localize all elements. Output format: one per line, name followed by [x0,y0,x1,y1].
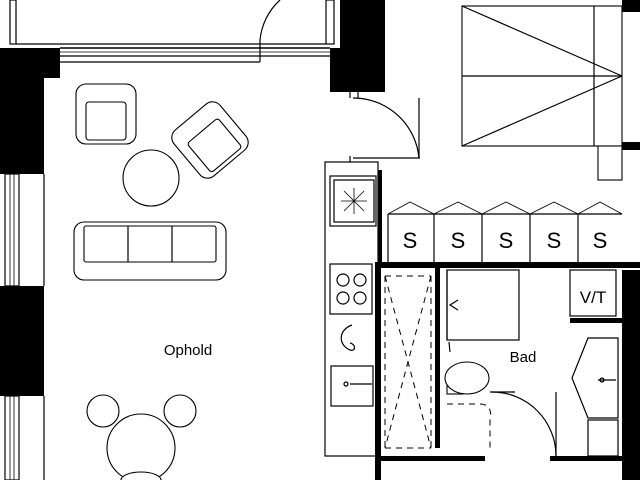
chair-icon [86,394,120,428]
storage-label: S [499,228,514,253]
extractor-fan-icon [341,188,367,214]
storage-unit: S [387,201,435,262]
sofa-icon [73,221,227,281]
room-label-bath: Bad [510,349,537,366]
storage-label: S [451,228,466,253]
storage-label: S [547,228,562,253]
storage-unit: S [433,201,483,262]
faucet-icon [340,324,356,351]
kitchen-counter [324,161,379,457]
bath-door-swing-icon [491,391,557,457]
laundry-label: V/T [580,288,606,307]
shower-icon [384,275,432,449]
armchair-icon [171,101,249,179]
storage-unit: S [577,201,623,253]
bath-fixtures [444,269,619,457]
bed [461,5,623,181]
armchair-icon [75,83,137,145]
storage-unit: S [481,201,531,262]
stove-icon [336,273,367,305]
washbasin-icon [571,337,619,419]
storage-cabinets: S S S S S [387,201,623,262]
sink-icon [330,365,374,407]
entry-door [349,92,420,162]
room-label-living: Ophold [164,342,212,359]
bed-icon [461,5,623,147]
storage-unit: S [529,201,579,262]
windows-left [4,173,45,480]
chair-icon [120,471,162,480]
round-table-icon [122,149,180,207]
storage-label: S [593,228,608,253]
balcony-door-swing-icon [259,0,281,41]
balcony [9,0,335,63]
door-swing-icon [352,97,420,159]
storage-label: S [403,228,418,253]
chair-icon [163,394,197,428]
laundry-unit: V/T [569,269,617,317]
round-table-icon [106,413,176,480]
living-furniture [73,83,249,480]
toilet-icon [444,361,490,395]
